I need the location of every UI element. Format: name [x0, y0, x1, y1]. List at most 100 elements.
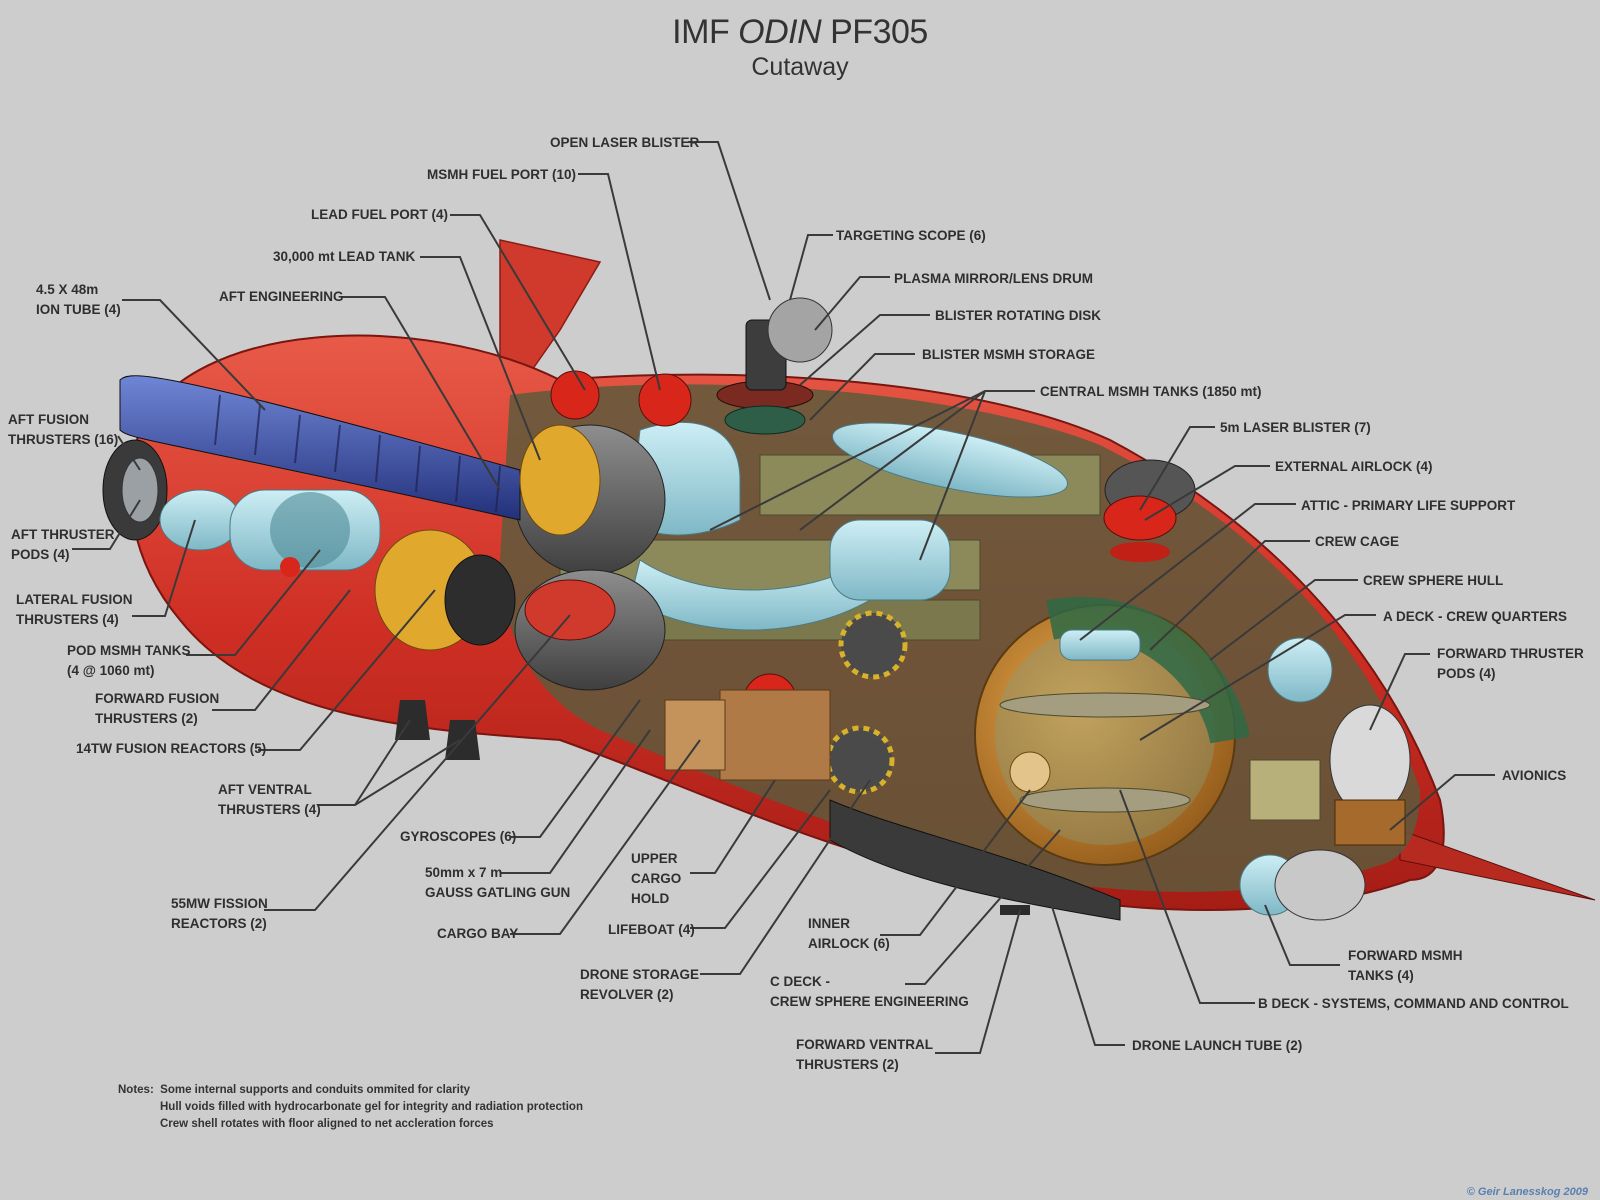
- label-line: 14TW FUSION REACTORS (5): [76, 741, 267, 756]
- leader-aft-ventral: [318, 719, 461, 806]
- label-line: TANKS (4): [1348, 968, 1414, 983]
- label-line: AIRLOCK (6): [808, 936, 890, 951]
- leader-lines: [72, 141, 1495, 1054]
- copyright-credit: © Geir Lanesskog 2009: [1466, 1186, 1588, 1198]
- leader-blister-storage: [809, 353, 915, 421]
- label-line: THRUSTERS (2): [796, 1057, 899, 1072]
- label-gyroscopes: GYROSCOPES (6): [400, 827, 516, 847]
- leader-external-airlock: [1144, 465, 1270, 521]
- label-line: GAUSS GATLING GUN: [425, 885, 571, 900]
- label-line: FORWARD MSMH: [1348, 948, 1463, 963]
- notes-heading: Notes:: [118, 1084, 154, 1096]
- label-inner-airlock: INNER AIRLOCK (6): [808, 914, 890, 954]
- label-crew-sphere-hull: CREW SPHERE HULL: [1363, 571, 1503, 591]
- label-b-deck: B DECK - SYSTEMS, COMMAND AND CONTROL: [1258, 994, 1569, 1014]
- label-attic: ATTIC - PRIMARY LIFE SUPPORT: [1301, 496, 1515, 516]
- label-line: AFT FUSION: [8, 412, 89, 427]
- leader-forward-msmh: [1264, 904, 1340, 966]
- label-line: CARGO BAY: [437, 926, 519, 941]
- leader-gyroscopes: [510, 699, 641, 838]
- leader-aft-engineering: [342, 296, 501, 491]
- label-line: FORWARD THRUSTER: [1437, 646, 1584, 661]
- label-plasma-mirror: PLASMA MIRROR/LENS DRUM: [894, 269, 1093, 289]
- leader-upper-cargo: [690, 779, 776, 874]
- leader-forward-fusion: [212, 589, 351, 711]
- notes-block: Notes: Some internal supports and condui…: [118, 1082, 583, 1133]
- leader-cargo-bay: [510, 739, 701, 935]
- leader-avionics: [1389, 774, 1495, 831]
- label-line: EXTERNAL AIRLOCK (4): [1275, 459, 1433, 474]
- leader-ion-tube: [122, 299, 266, 411]
- label-line: 30,000 mt LEAD TANK: [273, 249, 416, 264]
- title-ship-name: ODIN: [738, 13, 822, 51]
- label-forward-ventral-thrusters: FORWARD VENTRAL THRUSTERS (2): [796, 1035, 933, 1075]
- label-avionics: AVIONICS: [1502, 766, 1566, 786]
- label-line: PLASMA MIRROR/LENS DRUM: [894, 271, 1093, 286]
- label-line: DRONE LAUNCH TUBE (2): [1132, 1038, 1303, 1053]
- notes-line: Hull voids filled with hydrocarbonate ge…: [160, 1101, 583, 1113]
- label-line: LEAD FUEL PORT (4): [311, 207, 449, 222]
- label-line: GYROSCOPES (6): [400, 829, 517, 844]
- label-line: ION TUBE (4): [36, 302, 121, 317]
- label-central-msmh-tanks: CENTRAL MSMH TANKS (1850 mt): [1040, 382, 1262, 402]
- label-a-deck: A DECK - CREW QUARTERS: [1383, 607, 1567, 627]
- title-prefix: IMF: [672, 13, 730, 51]
- label-line: OPEN LASER BLISTER: [550, 135, 700, 150]
- leader-aft-thruster-pods: [72, 499, 141, 550]
- leader-pod-msmh: [186, 549, 321, 656]
- label-lead-fuel-port: LEAD FUEL PORT (4): [311, 205, 448, 225]
- label-pod-msmh-tanks: POD MSMH TANKS(4 @ 1060 mt): [67, 641, 191, 681]
- label-line: THRUSTERS (4): [218, 802, 321, 817]
- label-cargo-bay: CARGO BAY: [437, 924, 518, 944]
- label-line: MSMH FUEL PORT (10): [427, 167, 577, 182]
- leader-central-msmh: [709, 390, 1035, 561]
- label-line: INNER: [808, 916, 851, 931]
- label-line: REVOLVER (2): [580, 987, 674, 1002]
- label-external-airlock: EXTERNAL AIRLOCK (4): [1275, 457, 1433, 477]
- label-targeting-scope: TARGETING SCOPE (6): [836, 226, 986, 246]
- label-line: CREW SPHERE ENGINEERING: [770, 994, 969, 1009]
- label-lead-tank: 30,000 mt LEAD TANK: [273, 247, 415, 267]
- leader-b-deck: [1119, 789, 1255, 1004]
- label-line: A DECK - CREW QUARTERS: [1383, 609, 1567, 624]
- label-fusion-reactors: 14TW FUSION REACTORS (5): [76, 739, 266, 759]
- leader-lead-tank: [420, 256, 541, 461]
- label-blister-rotating-disk: BLISTER ROTATING DISK: [935, 306, 1101, 326]
- leader-c-deck: [905, 829, 1061, 985]
- label-crew-cage: CREW CAGE: [1315, 532, 1399, 552]
- label-line: BLISTER MSMH STORAGE: [922, 347, 1096, 362]
- label-line: CREW SPHERE HULL: [1363, 573, 1504, 588]
- label-line: CARGO: [631, 871, 682, 886]
- label-blister-msmh-storage: BLISTER MSMH STORAGE: [922, 345, 1095, 365]
- leader-laser-blister: [1139, 426, 1215, 511]
- leader-crew-sphere-hull: [1209, 579, 1358, 661]
- title-main: IMF ODIN PF305: [0, 12, 1600, 52]
- leader-fission: [264, 614, 571, 911]
- label-line: PODS (4): [1437, 666, 1496, 681]
- label-line: B DECK - SYSTEMS, COMMAND AND CONTROL: [1258, 996, 1569, 1011]
- label-line: UPPER: [631, 851, 678, 866]
- label-line: BLISTER ROTATING DISK: [935, 308, 1101, 323]
- leader-msmh-fuel-port: [578, 173, 661, 391]
- label-drone-launch-tube: DRONE LAUNCH TUBE (2): [1132, 1036, 1302, 1056]
- leader-targeting-scope: [789, 234, 833, 301]
- label-msmh-fuel-port: MSMH FUEL PORT (10): [427, 165, 576, 185]
- label-line: C DECK -: [770, 974, 830, 989]
- label-line: CENTRAL MSMH TANKS (1850 mt): [1040, 384, 1262, 399]
- label-line: 55MW FISSION: [171, 896, 268, 911]
- notes-row-1: Notes: Some internal supports and condui…: [118, 1082, 583, 1099]
- label-open-laser-blister: OPEN LASER BLISTER: [550, 133, 699, 153]
- leader-plasma-mirror: [814, 276, 890, 331]
- leader-crew-cage: [1149, 540, 1310, 651]
- label-line: FORWARD VENTRAL: [796, 1037, 933, 1052]
- label-laser-blister: 5m LASER BLISTER (7): [1220, 418, 1371, 438]
